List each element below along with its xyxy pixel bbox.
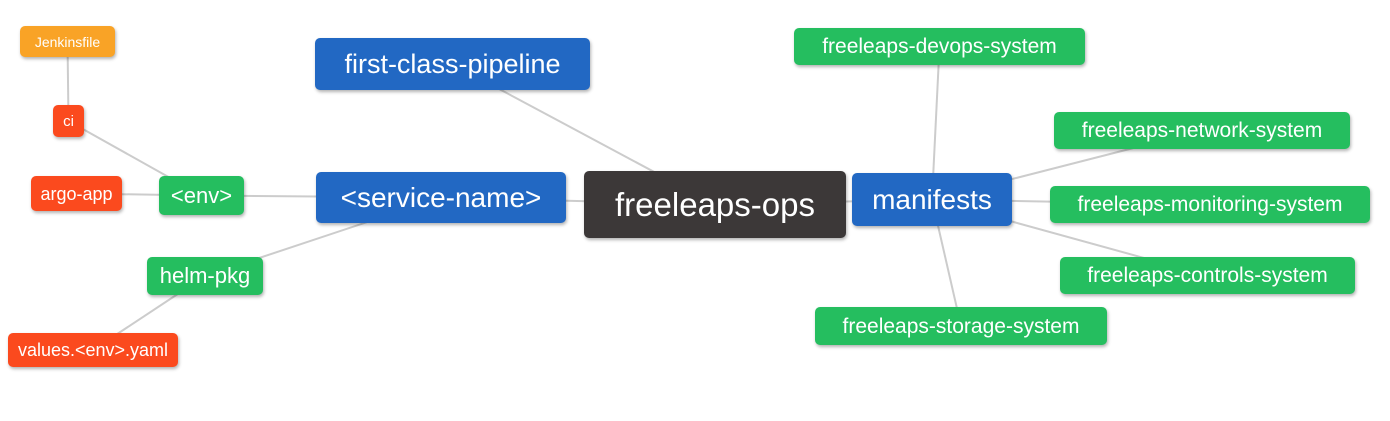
mindmap-node-devops-system[interactable]: freeleaps-devops-system [794,28,1085,65]
mindmap-node-freeleaps-ops[interactable]: freeleaps-ops [584,171,846,238]
mindmap-node-jenkinsfile[interactable]: Jenkinsfile [20,26,115,57]
mindmap-node-storage-system[interactable]: freeleaps-storage-system [815,307,1107,345]
mindmap-node-env[interactable]: <env> [159,176,244,215]
mindmap-node-monitoring-system[interactable]: freeleaps-monitoring-system [1050,186,1370,223]
mindmap-node-argo-app[interactable]: argo-app [31,176,122,211]
mindmap-node-service-name[interactable]: <service-name> [316,172,566,223]
mindmap-node-manifests[interactable]: manifests [852,173,1012,226]
mindmap-node-ci[interactable]: ci [53,105,84,137]
mindmap-node-values-env-yaml[interactable]: values.<env>.yaml [8,333,178,367]
mindmap-node-network-system[interactable]: freeleaps-network-system [1054,112,1350,149]
mindmap-node-helm-pkg[interactable]: helm-pkg [147,257,263,295]
mindmap-node-first-class-pipeline[interactable]: first-class-pipeline [315,38,590,90]
mindmap-node-controls-system[interactable]: freeleaps-controls-system [1060,257,1355,294]
